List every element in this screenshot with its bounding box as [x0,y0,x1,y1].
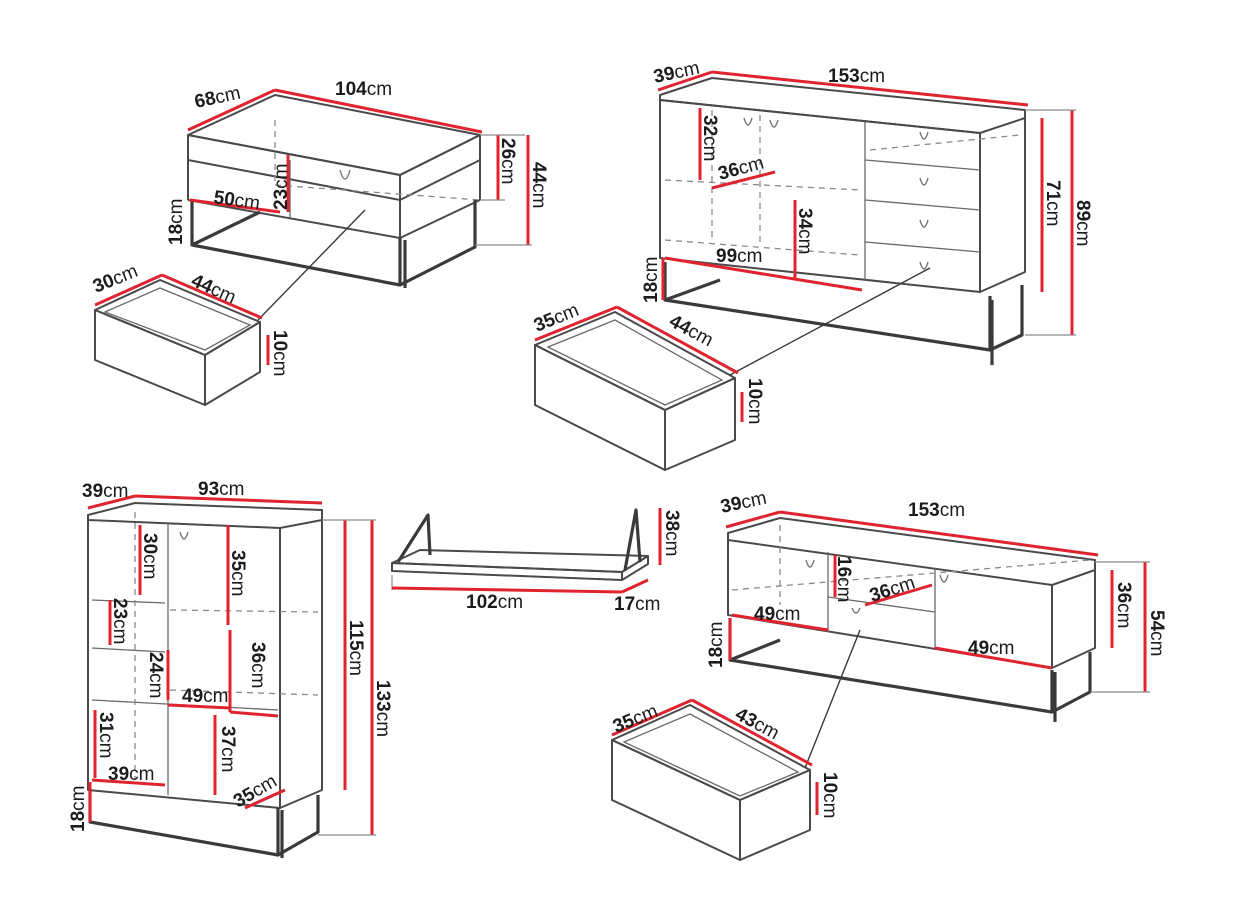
drawer-leader-line [729,267,931,376]
label-cabinet-width: 93cm [198,479,244,500]
label-sideboard-inner-width: 99cm [716,246,762,267]
handle-icon [743,117,753,126]
label-cabinet-right-upper: 35cm [227,550,248,596]
label-cabinet-total-height: 133cm [372,680,393,737]
handle-icon [919,261,929,270]
label-tv-drawer-width: 43cm [732,704,783,744]
label-cabinet-right-middle: 36cm [247,642,268,688]
label-cabinet-lower-glass: 24cm [145,652,166,698]
handle-icon [851,607,861,614]
display-cabinet-top [87,502,323,529]
label-cabinet-inner-width: 49cm [182,686,228,707]
label-sideboard-depth: 39cm [652,58,702,88]
label-shelf-height: 38cm [661,510,682,556]
display-cabinet [87,494,376,858]
label-tv-right-width: 49cm [968,638,1014,659]
label-cabinet-body-height: 115cm [345,620,366,676]
coffee-table [94,88,532,406]
handle-icon [939,574,949,583]
label-coffee-drawer-height: 10cm [269,330,290,376]
label-tv-width: 153cm [908,500,965,521]
handle-icon [179,531,189,540]
label-cabinet-right-lower: 37cm [217,726,238,772]
label-coffee-drawer-front: 26cm [497,138,518,184]
label-cabinet-depth: 39cm [82,481,128,502]
drawer-leader-line [257,209,366,321]
label-tv-depth: 39cm [719,488,769,518]
label-coffee-total-height: 44cm [528,162,549,208]
handle-icon [919,219,929,228]
label-tv-drawer-depth: 35cm [610,701,661,738]
label-tv-total-height: 54cm [1146,610,1167,656]
label-cabinet-leg-height: 18cm [68,786,89,832]
coffee-table-frame [190,200,402,287]
label-tv-drawer-height: 10cm [819,772,840,818]
handle-icon [339,169,351,180]
label-tv-left-width: 49cm [754,604,800,625]
label-coffee-leg-height: 18cm [166,199,187,245]
label-sideboard-lower-height: 34cm [794,208,815,254]
label-cabinet-bottom-width: 39cm [108,764,154,785]
label-cabinet-bottom-height: 31cm [95,712,116,758]
label-cabinet-middle-glass: 23cm [109,598,130,644]
label-sideboard-upper-shelf: 32cm [699,115,720,161]
label-shelf-depth: 17cm [614,594,660,615]
coffee-table-top-side [399,134,481,201]
tv-stand-frame [728,618,1054,714]
label-sideboard-body-height: 71cm [1042,180,1063,226]
label-sideboard-leg-height: 18cm [641,257,662,303]
label-cabinet-top-glass: 30cm [139,533,160,579]
label-sideboard-drawer-height: 10cm [744,378,765,424]
sideboard-frame [663,262,992,352]
label-sideboard-total-height: 89cm [1072,200,1093,246]
label-coffee-shelf-width: 50cm [212,187,261,214]
handle-icon [805,559,815,568]
label-tv-compartment-height: 16cm [833,556,854,602]
label-coffee-shelf-height: 23cm [271,164,292,210]
dimension-labels: 68cm 104cm 26cm 44cm 18cm 50cm 23cm 30cm… [68,58,1167,832]
handle-icon [919,177,929,186]
label-sideboard-width: 153cm [828,66,885,87]
handle-icon [769,119,779,128]
tv-stand [611,510,1150,861]
label-tv-body-height: 36cm [1113,582,1134,628]
label-coffee-depth: 68cm [193,83,243,113]
label-coffee-width: 104cm [335,79,392,100]
wall-shelf [391,508,662,594]
label-shelf-width: 102cm [466,592,523,613]
label-tv-leg-height: 18cm [706,622,727,668]
handle-icon [919,131,929,140]
drawer-leader-line [804,629,861,769]
sideboard [534,70,1076,471]
